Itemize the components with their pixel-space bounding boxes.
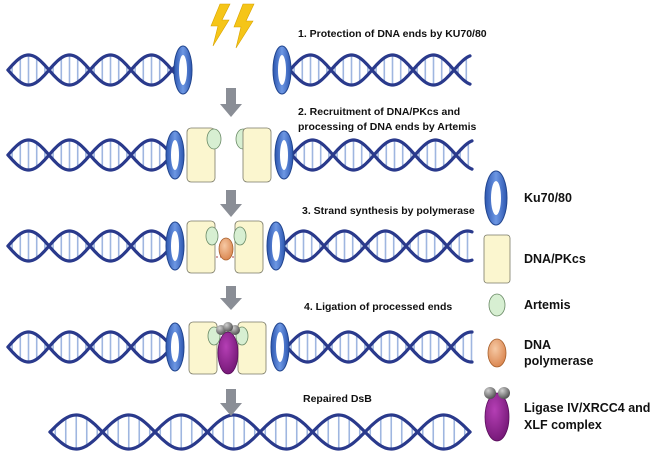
row4-complex bbox=[165, 321, 290, 375]
legend-ku-label: Ku70/80 bbox=[524, 191, 572, 205]
dna-helix-left bbox=[6, 229, 170, 263]
dna-pkcs-block-icon bbox=[242, 127, 272, 183]
row2-complex bbox=[165, 127, 294, 183]
row1-ku-rings bbox=[173, 45, 292, 95]
dna-helix-left bbox=[6, 330, 170, 364]
step-2-label-line2: processing of DNA ends by Artemis bbox=[298, 121, 477, 133]
legend-ligase-line1: Ligase IV/XRCC4 and bbox=[524, 401, 650, 415]
process-arrows bbox=[220, 88, 242, 416]
ku70-80-ring-icon bbox=[484, 170, 508, 226]
artemis-oval-icon bbox=[205, 226, 219, 246]
dna-polymerase-oval-icon bbox=[218, 237, 234, 261]
dna-helix-right bbox=[290, 138, 474, 172]
dna-helix-left bbox=[6, 53, 178, 87]
ligase-complex-icon bbox=[216, 322, 240, 375]
dna-strands bbox=[6, 53, 474, 451]
dna-polymerase-oval-icon bbox=[487, 338, 507, 368]
row3-complex bbox=[165, 220, 286, 274]
dna-helix-right bbox=[285, 330, 474, 364]
dna-helix-repaired bbox=[48, 413, 472, 451]
ku70-80-ring-icon bbox=[272, 45, 292, 95]
ku70-80-ring-icon bbox=[270, 322, 290, 372]
legend-polymerase-line2: polymerase bbox=[524, 354, 594, 368]
artemis-oval-icon bbox=[488, 293, 506, 317]
dna-pkcs-block-icon bbox=[483, 234, 511, 284]
legend-ligase-line2: XLF complex bbox=[524, 418, 602, 432]
dna-helix-right bbox=[281, 229, 474, 263]
step-labels: 1. Protection of DNA ends by KU70/80 2. … bbox=[298, 28, 487, 405]
legend-artemis-label: Artemis bbox=[524, 298, 571, 312]
step-1-label: 1. Protection of DNA ends by KU70/80 bbox=[298, 28, 487, 40]
down-arrow-icon bbox=[220, 286, 242, 310]
ku70-80-ring-icon bbox=[165, 130, 185, 180]
legend: Ku70/80 DNA/PKcs Artemis DNA polymerase … bbox=[483, 170, 650, 442]
down-arrow-icon bbox=[220, 88, 242, 117]
ku70-80-ring-icon bbox=[274, 130, 294, 180]
step-2-label-line1: 2. Recruitment of DNA/PKcs and bbox=[298, 106, 460, 118]
dna-helix-right bbox=[288, 53, 472, 87]
legend-polymerase-line1: DNA bbox=[524, 338, 551, 352]
ku70-80-ring-icon bbox=[165, 322, 185, 372]
lightning-icon bbox=[210, 3, 255, 49]
step-4-label: 4. Ligation of processed ends bbox=[304, 301, 452, 313]
final-label: Repaired DsB bbox=[303, 393, 372, 405]
legend-dnapkcs-label: DNA/PKcs bbox=[524, 252, 586, 266]
ku70-80-ring-icon bbox=[173, 45, 193, 95]
down-arrow-icon bbox=[220, 389, 242, 416]
ku70-80-ring-icon bbox=[266, 221, 286, 271]
step-3-label: 3. Strand synthesis by polymerase bbox=[302, 205, 475, 217]
dna-helix-left bbox=[6, 138, 170, 172]
artemis-oval-icon bbox=[206, 128, 222, 150]
ku70-80-ring-icon bbox=[165, 221, 185, 271]
down-arrow-icon bbox=[220, 190, 242, 217]
artemis-oval-icon bbox=[233, 226, 247, 246]
ligase-complex-icon bbox=[484, 387, 510, 442]
